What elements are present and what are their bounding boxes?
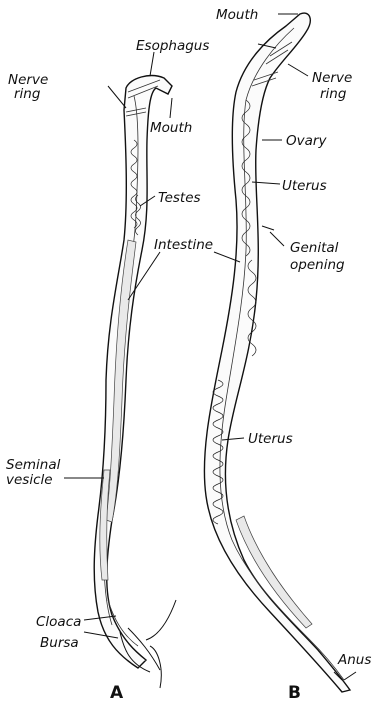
label-a-bursa: Bursa <box>40 635 79 651</box>
panel-letter-a: A <box>110 683 124 702</box>
label-a-nerve-ring-line2: ring <box>14 86 41 102</box>
lead-b-genital <box>270 232 284 246</box>
label-a-mouth: Mouth <box>150 120 192 136</box>
label-a-intestine: Intestine <box>154 237 213 253</box>
label-b-ovary: Ovary <box>286 133 327 149</box>
worm-b-genital-opening <box>262 226 274 230</box>
worm-a-male <box>94 76 176 688</box>
label-b-anus: Anus <box>337 652 371 668</box>
lead-a-nerve-ring <box>108 86 126 108</box>
label-b-nerve-ring-line2: ring <box>320 86 347 102</box>
panel-letter-b: B <box>288 683 301 702</box>
label-a-seminal-line2: vesicle <box>6 472 53 488</box>
lead-b-nerve-ring <box>288 64 308 76</box>
label-a-seminal-line1: Seminal <box>6 457 61 473</box>
lead-a-mouth <box>170 98 172 118</box>
lead-b-anus <box>344 672 356 680</box>
label-b-uterus-lower: Uterus <box>248 431 293 447</box>
worm-b-female <box>204 13 350 692</box>
label-b-genital-line2: opening <box>290 257 345 273</box>
label-b-mouth: Mouth <box>216 7 258 23</box>
label-b-genital-line1: Genital <box>290 240 339 256</box>
label-b-nerve-ring-line1: Nerve <box>312 70 352 86</box>
label-a-cloaca: Cloaca <box>36 614 81 630</box>
label-a-testes: Testes <box>158 190 201 206</box>
label-b-uterus-upper: Uterus <box>282 178 327 194</box>
label-a-esophagus: Esophagus <box>136 38 209 54</box>
lead-a-esophagus <box>150 52 154 76</box>
